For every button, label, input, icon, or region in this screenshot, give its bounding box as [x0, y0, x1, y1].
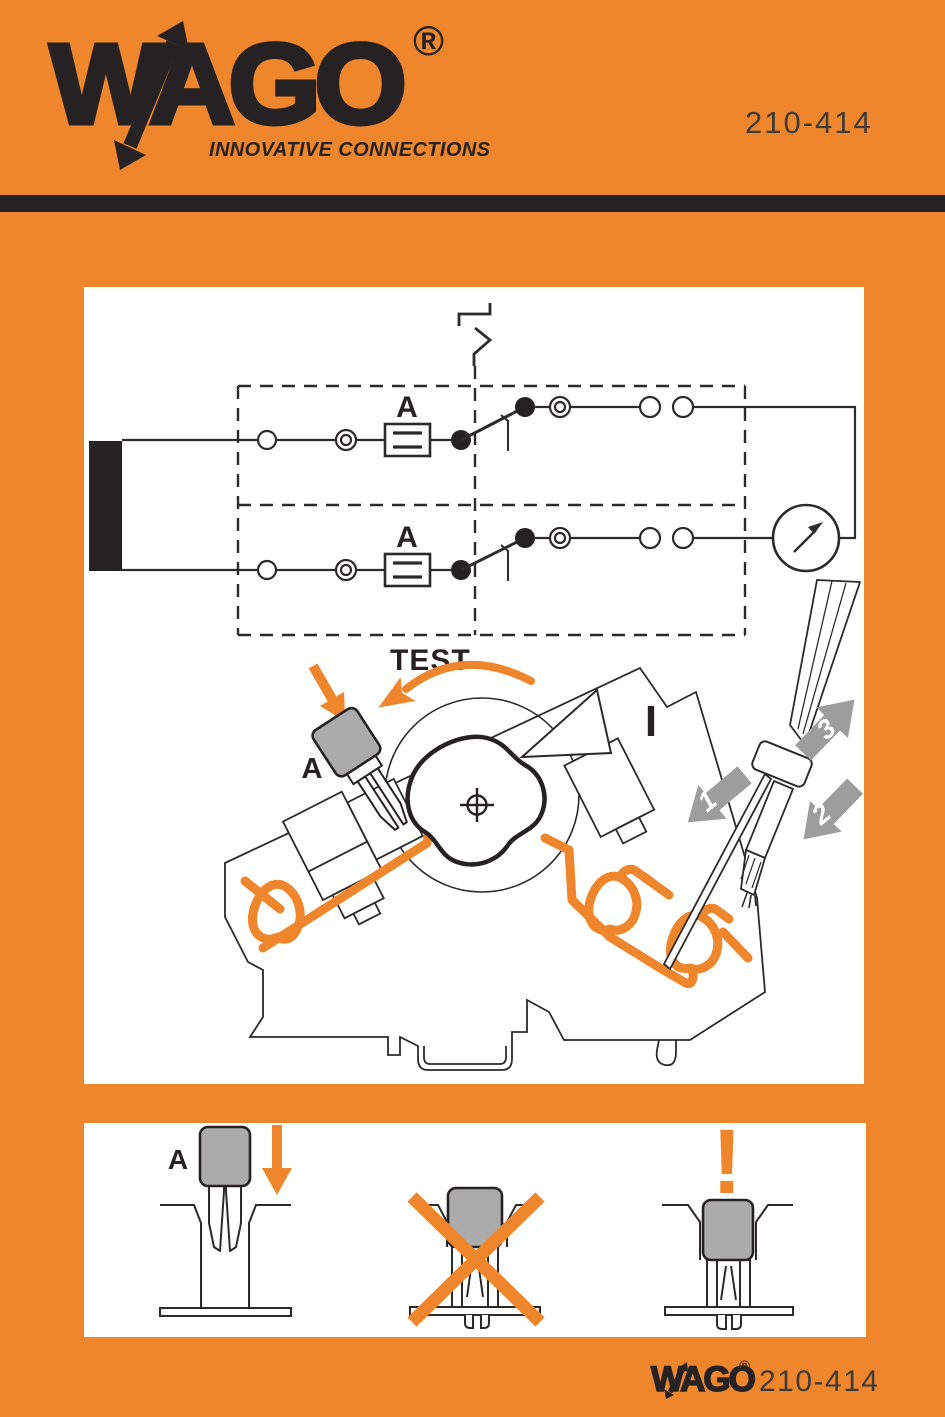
circuit-schematic [89, 395, 857, 588]
busbar-symbol [89, 441, 122, 571]
wago-logo: WAGO [47, 21, 409, 147]
insertion-guide-canvas: A [159, 1123, 794, 1330]
warning-exclamation-icon: ! [712, 1123, 743, 1213]
probe-point-label: A [302, 753, 323, 785]
test-plug-icon [311, 706, 408, 831]
footer-logo-arrow-icon [664, 1362, 688, 1399]
registered-mark: ® [413, 17, 444, 64]
test-plug-icon [446, 1186, 504, 1249]
product-number-bottom: 210-414 [759, 1365, 880, 1398]
tagline: INNOVATIVE CONNECTIONS [209, 139, 491, 161]
ammeter-icon [771, 503, 841, 573]
insert-down-arrow-icon [262, 1125, 292, 1195]
mounting-hook [655, 1039, 677, 1067]
insertion-guide-panel: A [84, 1123, 866, 1337]
insert-plug-arrow-icon [308, 663, 345, 722]
din-rail-terminal-outline [224, 666, 766, 1071]
step-arrow-3-icon [795, 699, 855, 761]
cam-crosshair-icon [460, 788, 494, 822]
knife-switch-top [460, 405, 526, 442]
fuse-label-bottom: A [396, 521, 418, 554]
din-rail-channel [423, 1046, 507, 1065]
cam-flag [519, 688, 613, 759]
plug-label: A [168, 1144, 188, 1175]
cross-forbidden-icon [407, 1192, 545, 1327]
step-arrow-2-icon [803, 778, 863, 840]
screwdriver-icon [662, 579, 861, 971]
figure-caution-insertion: ! [662, 1123, 794, 1330]
fuse-holder-symbol-top [383, 422, 432, 458]
main-diagram-panel: A A [84, 287, 864, 1084]
knife-switch-bottom [460, 536, 526, 572]
disconnect-zone-dashed-box [236, 366, 747, 637]
actuator-linkage-symbol [457, 303, 493, 366]
current-label: I [645, 697, 657, 746]
step-arrow-1-icon [687, 766, 752, 823]
left-clamp-body [281, 790, 385, 926]
logo-arrow-icon [114, 21, 189, 170]
test-plug-icon [198, 1125, 252, 1188]
figure-correct-insertion: A [159, 1125, 292, 1317]
diagram-canvas: A A [89, 303, 863, 1071]
footer-registered-mark: ® [739, 1358, 751, 1375]
test-plug-icon [701, 1198, 755, 1262]
product-number-top: 210-414 [745, 105, 873, 140]
fuse-label-top: A [396, 391, 418, 424]
black-divider-bar [0, 195, 945, 212]
figure-wrong-insertion [407, 1186, 545, 1329]
step-arrows [687, 699, 863, 840]
test-rotate-arrow-icon [378, 660, 535, 708]
fuse-holder-symbol-bottom [383, 552, 432, 588]
disconnect-cam [405, 734, 547, 867]
